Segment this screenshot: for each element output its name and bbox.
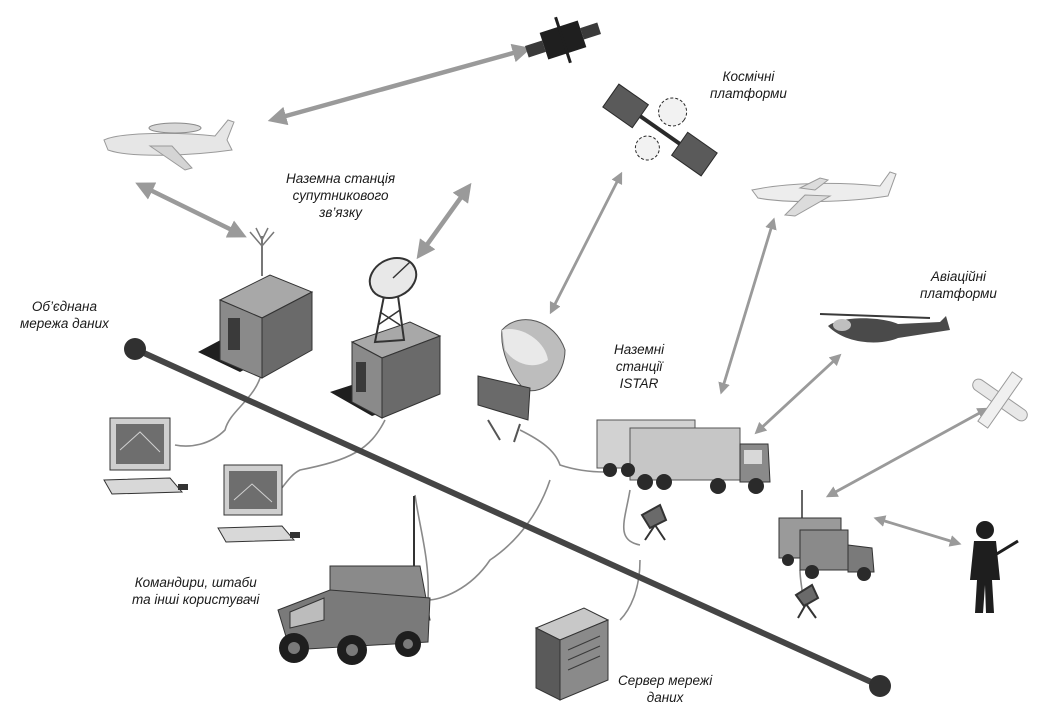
space-station-icon xyxy=(602,83,718,177)
uav-icon xyxy=(972,371,1028,429)
label-line: супутникового xyxy=(292,188,389,203)
arrow-satcom-up xyxy=(416,182,472,260)
label-air-platforms: Авіаційні платформи xyxy=(920,268,997,302)
transport-aircraft-icon xyxy=(751,171,897,217)
label-line: платформи xyxy=(710,86,787,101)
radar-dish-icon xyxy=(477,319,566,443)
satellite-icon xyxy=(525,16,601,64)
soldier-icon xyxy=(970,521,1019,613)
label-line: Космічні xyxy=(722,69,775,84)
computer-icon xyxy=(103,417,188,495)
label-line: Об’єднана xyxy=(31,299,97,314)
label-line: платформи xyxy=(920,286,997,301)
satcom-dish-shelter-icon xyxy=(330,257,442,419)
arrow-trucks-helicopter xyxy=(754,353,842,435)
connection-cables xyxy=(174,371,803,621)
label-line: Командири, штаби xyxy=(134,575,257,590)
arrow-radar-space xyxy=(549,171,623,315)
label-space-platforms: Космічні платформи xyxy=(710,68,787,102)
arrow-mobile-soldier xyxy=(873,515,962,547)
helicopter-icon xyxy=(819,313,950,343)
label-line: даних xyxy=(646,690,684,705)
server-icon xyxy=(534,607,610,701)
link-arrows xyxy=(135,43,532,260)
label-unified-network: Об’єднана мережа даних xyxy=(20,298,109,332)
label-line: станції xyxy=(615,359,663,374)
label-satcom-ground-station: Наземна станція супутникового зв’язку xyxy=(286,170,395,221)
tripod-antenna-icon xyxy=(640,503,820,619)
awacs-aircraft-icon xyxy=(103,119,235,171)
arrow-satellite-aircraft xyxy=(267,43,532,126)
label-istar-ground-stations: Наземні станції ISTAR xyxy=(614,341,664,392)
mobile-station-icon xyxy=(778,490,875,581)
label-line: Наземні xyxy=(614,342,665,357)
label-line: Сервер мережі xyxy=(618,673,713,688)
istar-trucks-icon xyxy=(596,419,771,494)
label-line: та інші користувачі xyxy=(132,592,260,607)
arrow-trucks-transport xyxy=(718,217,777,395)
humvee-icon xyxy=(277,496,431,665)
thin-link-arrows xyxy=(549,171,990,547)
label-line: мережа даних xyxy=(20,316,109,331)
computer-icon xyxy=(217,464,300,543)
arrow-aircraft-shelter xyxy=(135,182,247,238)
label-line: зв’язку xyxy=(319,205,363,220)
arrow-mobile-uav xyxy=(825,407,990,498)
label-commanders: Командири, штаби та інші користувачі xyxy=(132,574,259,608)
shelter-antenna-icon xyxy=(198,227,314,379)
label-line: Наземна станція xyxy=(286,171,396,186)
label-line: Авіаційні xyxy=(930,269,987,284)
label-line: ISTAR xyxy=(619,376,659,391)
label-data-server: Сервер мережі даних xyxy=(618,672,712,706)
network-backbone xyxy=(124,338,891,697)
